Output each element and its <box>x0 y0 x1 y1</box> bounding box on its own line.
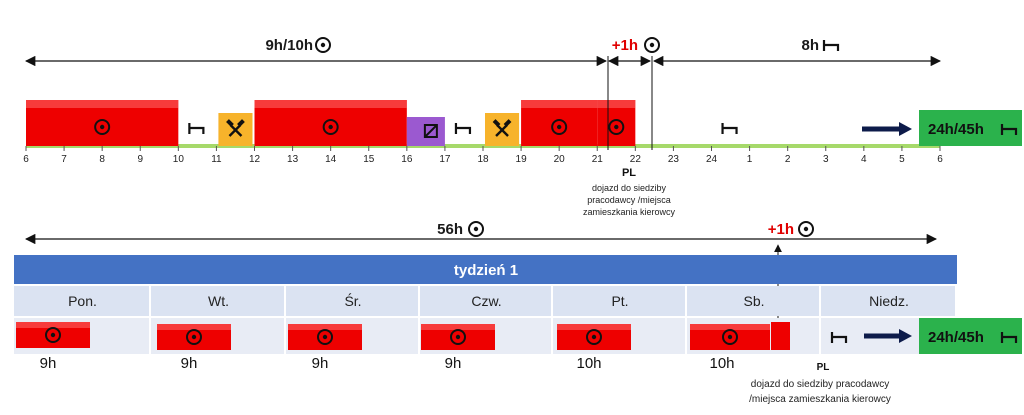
extra-hour-bar <box>771 322 790 350</box>
pl-label: PL <box>622 167 636 179</box>
drive-total-label: 9h/10h <box>265 37 313 54</box>
hour-tick-label: 15 <box>363 154 375 165</box>
hour-tick-label: 9 <box>137 154 143 165</box>
hour-tick-label: 4 <box>861 154 867 165</box>
hour-tick-label: 3 <box>823 154 829 165</box>
steering-wheel-icon <box>798 221 814 237</box>
week-header: tydzień 1 <box>454 262 518 279</box>
day-header-cell <box>553 286 685 316</box>
hour-tick-label: 12 <box>249 154 261 165</box>
note-line-1: dojazd do siedziby <box>592 183 667 193</box>
bed-icon <box>721 121 738 136</box>
hour-tick-label: 10 <box>173 154 185 165</box>
daily-hours-label: 9h <box>181 355 198 372</box>
hour-tick-label: 19 <box>516 154 528 165</box>
hour-tick-label: 11 <box>211 154 222 165</box>
drive-segment-highlight <box>26 100 179 108</box>
day-name: Sb. <box>743 293 764 309</box>
weekly-timeline: 56h +1h tydzień 1 Pon. Wt. Śr. Czw. Pt. Sb. Ni… <box>14 221 1022 405</box>
daily-hours-label: 10h <box>709 355 734 372</box>
day-header-cell <box>14 286 149 316</box>
hour-tick-label: 5 <box>899 154 905 165</box>
hour-tick-label: 6 <box>23 154 29 165</box>
rest-duration-label: 8h <box>801 37 819 54</box>
hour-tick-label: 17 <box>439 154 451 165</box>
week-note-line-1: dojazd do siedziby pracodawcy <box>751 379 889 390</box>
daily-hours-label: 9h <box>312 355 329 372</box>
hour-tick-label: 21 <box>592 154 604 165</box>
daily-drive-bar-highlight <box>157 324 231 330</box>
week-end-rest-label: 24h/45h <box>928 329 984 346</box>
steering-wheel-icon <box>468 221 484 237</box>
week-pl-label: PL <box>817 362 830 373</box>
hour-tick-label: 1 <box>747 154 753 165</box>
right-arrow-icon <box>862 122 912 136</box>
week-header-bar <box>14 255 957 284</box>
hour-tick-label: 14 <box>325 154 337 165</box>
bed-icon <box>454 121 472 136</box>
steering-wheel-icon <box>644 37 660 53</box>
daily-hours-label: 9h <box>40 355 57 372</box>
hour-tick-label: 8 <box>99 154 105 165</box>
note-line-2: pracodawcy /miejsca <box>587 195 671 205</box>
hour-tick-label: 22 <box>630 154 642 165</box>
daily-drive-bar-highlight <box>690 324 770 330</box>
steering-wheel-icon <box>315 37 331 53</box>
daily-drive-bar-highlight <box>288 324 362 330</box>
hour-tick-label: 18 <box>477 154 489 165</box>
end-rest-label: 24h/45h <box>928 121 984 138</box>
hour-tick-label: 23 <box>668 154 680 165</box>
week-total-label: 56h <box>437 221 463 238</box>
day-name: Czw. <box>471 293 501 309</box>
daily-drive-bar-highlight <box>557 324 631 330</box>
bed-icon <box>822 38 840 53</box>
daily-drive-bar-highlight <box>421 324 495 330</box>
week-note-line-2: /miejsca zamieszkania kierowcy <box>749 394 891 405</box>
note-line-3: zamieszkania kierowcy <box>583 207 676 217</box>
week-extra-hour-label: +1h <box>768 221 794 238</box>
daily-hours-label: 10h <box>576 355 601 372</box>
day-header-cell <box>420 286 551 316</box>
day-name: Pt. <box>611 293 628 309</box>
bed-icon <box>188 121 205 136</box>
day-header-cell <box>286 286 418 316</box>
daily-drive-bar-highlight <box>16 322 90 328</box>
drive-segment-highlight <box>597 100 636 108</box>
hour-tick-label: 16 <box>401 154 413 165</box>
day-name: Wt. <box>208 293 229 309</box>
activity-segments <box>26 100 738 146</box>
hour-tick-label: 2 <box>785 154 791 165</box>
day-name: Śr. <box>344 292 361 309</box>
hour-tick-label: 7 <box>61 154 67 165</box>
day-header-cell <box>821 286 955 316</box>
day-name: Niedz. <box>869 293 909 309</box>
hour-tick-label: 24 <box>706 154 718 165</box>
extra-hour-label: +1h <box>612 37 638 54</box>
day-header-cell <box>687 286 819 316</box>
hour-tick-label: 20 <box>554 154 566 165</box>
hour-tick-label: 13 <box>287 154 299 165</box>
right-arrow-icon <box>864 329 912 343</box>
day-name: Pon. <box>68 293 97 309</box>
day-header-cell <box>151 286 284 316</box>
day-row: Pon. Wt. Śr. Czw. Pt. Sb. Niedz. 9h 9h 9h 9h 10h 10h <box>14 286 955 372</box>
drive-segment-highlight <box>254 100 407 108</box>
daily-hours-label: 9h <box>445 355 462 372</box>
hour-tick-label: 6 <box>937 154 943 165</box>
drive-segment-highlight <box>521 100 598 108</box>
